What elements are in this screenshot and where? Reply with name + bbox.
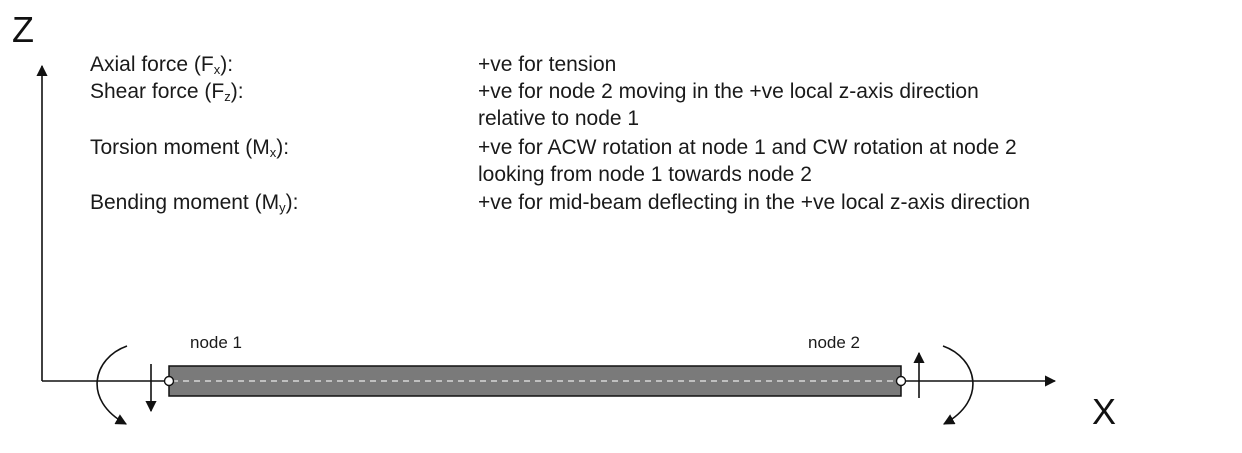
torsion-moment-label: Torsion moment (Mx): (90, 136, 290, 160)
axial-force-desc: +ve for tension (478, 53, 617, 76)
node-2-marker (895, 375, 907, 387)
torsion-moment-desc-line-2: looking from node 1 towards node 2 (478, 163, 812, 186)
bending-moment-desc: +ve for mid-beam deflecting in the +ve l… (478, 191, 1031, 214)
x-axis-label: X (1092, 391, 1117, 432)
node-1-marker (163, 375, 175, 387)
z-axis-label: Z (12, 9, 34, 50)
moment-arrow-node-1 (96, 345, 128, 425)
shear-force-label: Shear force (Fz): (90, 80, 244, 104)
axial-force-label: Axial force (Fx): (90, 53, 234, 77)
shear-force-desc-line-2: relative to node 1 (478, 107, 640, 130)
torsion-moment-desc-line-1: +ve for ACW rotation at node 1 and CW ro… (478, 136, 1017, 159)
node-2-label: node 2 (808, 333, 860, 352)
node-1-label: node 1 (190, 333, 242, 352)
moment-arrow-node-2 (942, 345, 974, 425)
shear-force-desc-line-1: +ve for node 2 moving in the +ve local z… (478, 80, 979, 103)
bending-moment-label: Bending moment (My): (90, 191, 299, 215)
